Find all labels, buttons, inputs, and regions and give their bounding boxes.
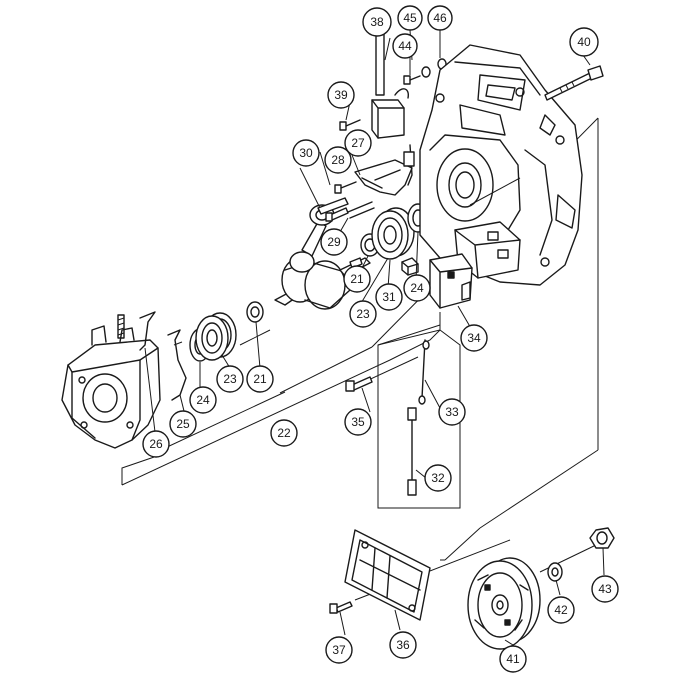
crankcase-right (419, 44, 583, 286)
callout-23-left: 23 (216, 365, 244, 393)
svg-text:38: 38 (370, 15, 384, 29)
callout-41: 41 (499, 645, 527, 673)
callout-32: 32 (424, 464, 452, 492)
wire-group-frame (377, 312, 461, 509)
stud (117, 311, 156, 351)
wire-32 (407, 407, 417, 496)
svg-text:22: 22 (277, 426, 291, 440)
svg-text:37: 37 (332, 643, 346, 657)
svg-text:27: 27 (351, 136, 365, 150)
callout-31: 31 (375, 283, 403, 311)
callout-40: 40 (569, 27, 599, 57)
svg-text:40: 40 (577, 35, 591, 49)
callout-45: 45 (397, 5, 423, 31)
washer-left (246, 301, 264, 323)
svg-text:31: 31 (382, 290, 396, 304)
key-31 (401, 257, 419, 276)
bracket-27 (354, 159, 413, 196)
svg-text:34: 34 (467, 331, 481, 345)
svg-text:33: 33 (445, 405, 459, 419)
callout-21-right: 21 (343, 265, 371, 293)
svg-text:36: 36 (396, 638, 410, 652)
shim-29 (347, 201, 375, 219)
bolt-40 (544, 65, 604, 101)
callout-35: 35 (344, 408, 372, 436)
svg-text:46: 46 (433, 11, 447, 25)
screw-28 (334, 181, 357, 194)
callout-27: 27 (344, 129, 372, 157)
callout-23-right: 23 (349, 300, 377, 328)
callout-43: 43 (591, 575, 619, 603)
callout-30: 30 (292, 139, 320, 167)
svg-text:35: 35 (351, 415, 365, 429)
svg-text:44: 44 (398, 39, 412, 53)
wire-connector (403, 144, 415, 186)
callout-26: 26 (142, 430, 170, 458)
crankcase-left (61, 325, 161, 449)
wire-33 (418, 339, 430, 405)
bearing-right (371, 207, 415, 260)
svg-text:28: 28 (331, 153, 345, 167)
bolt-35 (345, 376, 373, 392)
svg-text:39: 39 (334, 88, 348, 102)
callout-33: 33 (438, 398, 466, 426)
svg-text:23: 23 (356, 307, 370, 321)
bolt-30 (325, 207, 349, 222)
svg-text:23: 23 (223, 372, 237, 386)
callout-29: 29 (320, 228, 348, 256)
svg-text:21: 21 (253, 372, 267, 386)
callout-37: 37 (325, 636, 353, 664)
spring-clip (167, 329, 187, 401)
washer-42 (547, 562, 563, 582)
bolt-44 (403, 75, 421, 85)
svg-text:26: 26 (149, 437, 163, 451)
bearing-left (195, 312, 237, 361)
callout-39: 39 (327, 81, 355, 109)
ignition-module (429, 253, 473, 309)
svg-text:45: 45 (403, 11, 417, 25)
callout-24-left: 24 (189, 386, 217, 414)
callout-22: 22 (270, 419, 298, 447)
svg-text:32: 32 (431, 471, 445, 485)
washer-45 (421, 66, 431, 78)
callout-44: 44 (392, 33, 418, 59)
svg-text:25: 25 (176, 417, 190, 431)
svg-text:21: 21 (350, 272, 364, 286)
svg-text:43: 43 (598, 582, 612, 596)
cover-plate (344, 529, 431, 621)
crankshaft (274, 197, 371, 310)
callout-46: 46 (427, 5, 453, 31)
callout-24-right: 24 (403, 274, 431, 302)
ignition-coil (371, 31, 410, 139)
svg-text:30: 30 (299, 146, 313, 160)
svg-text:24: 24 (196, 393, 210, 407)
screw-39 (339, 119, 361, 131)
svg-text:29: 29 (327, 235, 341, 249)
callout-34: 34 (460, 324, 488, 352)
screw-37 (329, 601, 353, 614)
callouts: 38 45 46 44 40 39 27 30 28 29 21 31 24 2… (142, 5, 619, 673)
svg-text:42: 42 (554, 603, 568, 617)
callout-28: 28 (324, 146, 352, 174)
callout-42: 42 (547, 596, 575, 624)
svg-text:24: 24 (410, 281, 424, 295)
svg-text:41: 41 (506, 652, 520, 666)
callout-38: 38 (362, 7, 392, 37)
callout-25: 25 (169, 410, 197, 438)
flywheel (467, 557, 541, 650)
callout-36: 36 (389, 631, 417, 659)
nut-43 (589, 527, 615, 549)
callout-21-left: 21 (246, 365, 274, 393)
